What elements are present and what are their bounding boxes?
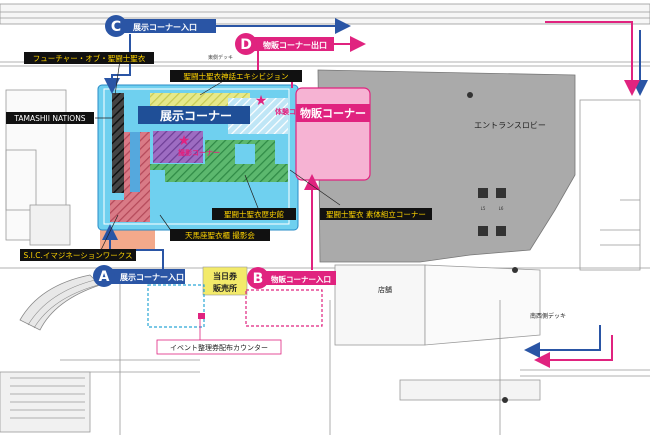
svg-text:聖闘士聖衣歴史館: 聖闘士聖衣歴史館 bbox=[224, 209, 284, 219]
sic-booth bbox=[100, 228, 155, 250]
south-deck-label: 南西側デッキ bbox=[530, 312, 566, 320]
ticket-booth-line1: 当日券 bbox=[213, 271, 238, 281]
event-counter-label: イベント整理券配布カウンター bbox=[170, 343, 268, 352]
exhibition-zone: 展示コーナー bbox=[97, 84, 299, 231]
svg-text:L5: L5 bbox=[481, 206, 486, 211]
svg-text:S.I.C.イマジネーションワークス: S.I.C.イマジネーションワークス bbox=[24, 251, 133, 260]
svg-text:天馬座聖衣櫃 撮影会: 天馬座聖衣櫃 撮影会 bbox=[185, 230, 255, 240]
entrance-b-label: 物販コーナー入口 bbox=[271, 274, 331, 284]
star-icon: ★ bbox=[178, 133, 191, 149]
entrance-d-letter: D bbox=[240, 37, 252, 53]
merch-zone: 物販コーナー bbox=[295, 87, 371, 181]
event-counter-box bbox=[156, 339, 282, 355]
callout-tamashii: TAMASHII NATIONS bbox=[6, 112, 94, 124]
building-outline bbox=[0, 3, 650, 435]
entrance-d-label: 物販コーナー出口 bbox=[263, 40, 327, 50]
entrance-a-marker: A 展示コーナー入口 bbox=[93, 265, 185, 287]
shop-label: 店舗 bbox=[378, 285, 392, 294]
east-deck-label: 東側デッキ bbox=[208, 54, 233, 61]
ticket-booth-line2: 販売所 bbox=[213, 283, 237, 293]
callout-tenma: 天馬座聖衣櫃 撮影会 bbox=[170, 229, 270, 241]
callout-sotai: 聖闘士聖衣 素体組立コーナー bbox=[320, 208, 432, 220]
entrance-b-marker: B 物販コーナー入口 bbox=[247, 267, 336, 289]
entrance-d-marker: D 物販コーナー出口 bbox=[235, 33, 334, 55]
callout-myth: 聖闘士聖衣神話エキシビジョン bbox=[170, 70, 302, 82]
entrance-b-letter: B bbox=[253, 271, 264, 287]
callout-future: フューチャー・オブ・聖闘士聖衣 bbox=[24, 52, 154, 64]
callout-history: 聖闘士聖衣歴史館 bbox=[212, 208, 296, 220]
leader-lines bbox=[95, 59, 341, 253]
svg-text:TAMASHII NATIONS: TAMASHII NATIONS bbox=[13, 114, 85, 123]
svg-text:聖闘士聖衣 素体組立コーナー: 聖闘士聖衣 素体組立コーナー bbox=[326, 209, 426, 219]
exhibition-queue-area bbox=[147, 284, 205, 328]
curved-ramp bbox=[19, 274, 101, 331]
entrance-a-letter: A bbox=[99, 269, 110, 285]
entrance-a-label: 展示コーナー入口 bbox=[119, 273, 184, 282]
entrance-c-label: 展示コーナー入口 bbox=[132, 23, 197, 32]
photo-corner-label: 撮影コーナー bbox=[178, 148, 220, 157]
exhibition-zone-label: 展示コーナー bbox=[160, 109, 232, 123]
lobby-label: エントランスロビー bbox=[474, 121, 546, 130]
svg-text:フューチャー・オブ・聖闘士聖衣: フューチャー・オブ・聖闘士聖衣 bbox=[33, 53, 146, 63]
star-icon: ★ bbox=[255, 93, 268, 109]
entrance-c-marker: C 展示コーナー入口 bbox=[105, 15, 216, 37]
merch-queue-area bbox=[245, 289, 323, 327]
wheelchair-icon bbox=[467, 92, 518, 403]
elevator-icon: L5 L6 bbox=[478, 188, 506, 236]
entrance-c-letter: C bbox=[111, 19, 121, 35]
merch-zone-label: 物販コーナー bbox=[300, 106, 366, 120]
ticket-booth: 当日券 販売所 bbox=[202, 266, 248, 296]
svg-text:聖闘士聖衣神話エキシビジョン: 聖闘士聖衣神話エキシビジョン bbox=[184, 71, 289, 81]
pink-arrows bbox=[252, 21, 640, 368]
event-counter-marker bbox=[198, 313, 205, 319]
svg-text:L6: L6 bbox=[499, 206, 504, 211]
callout-sic: S.I.C.イマジネーションワークス bbox=[20, 249, 136, 261]
